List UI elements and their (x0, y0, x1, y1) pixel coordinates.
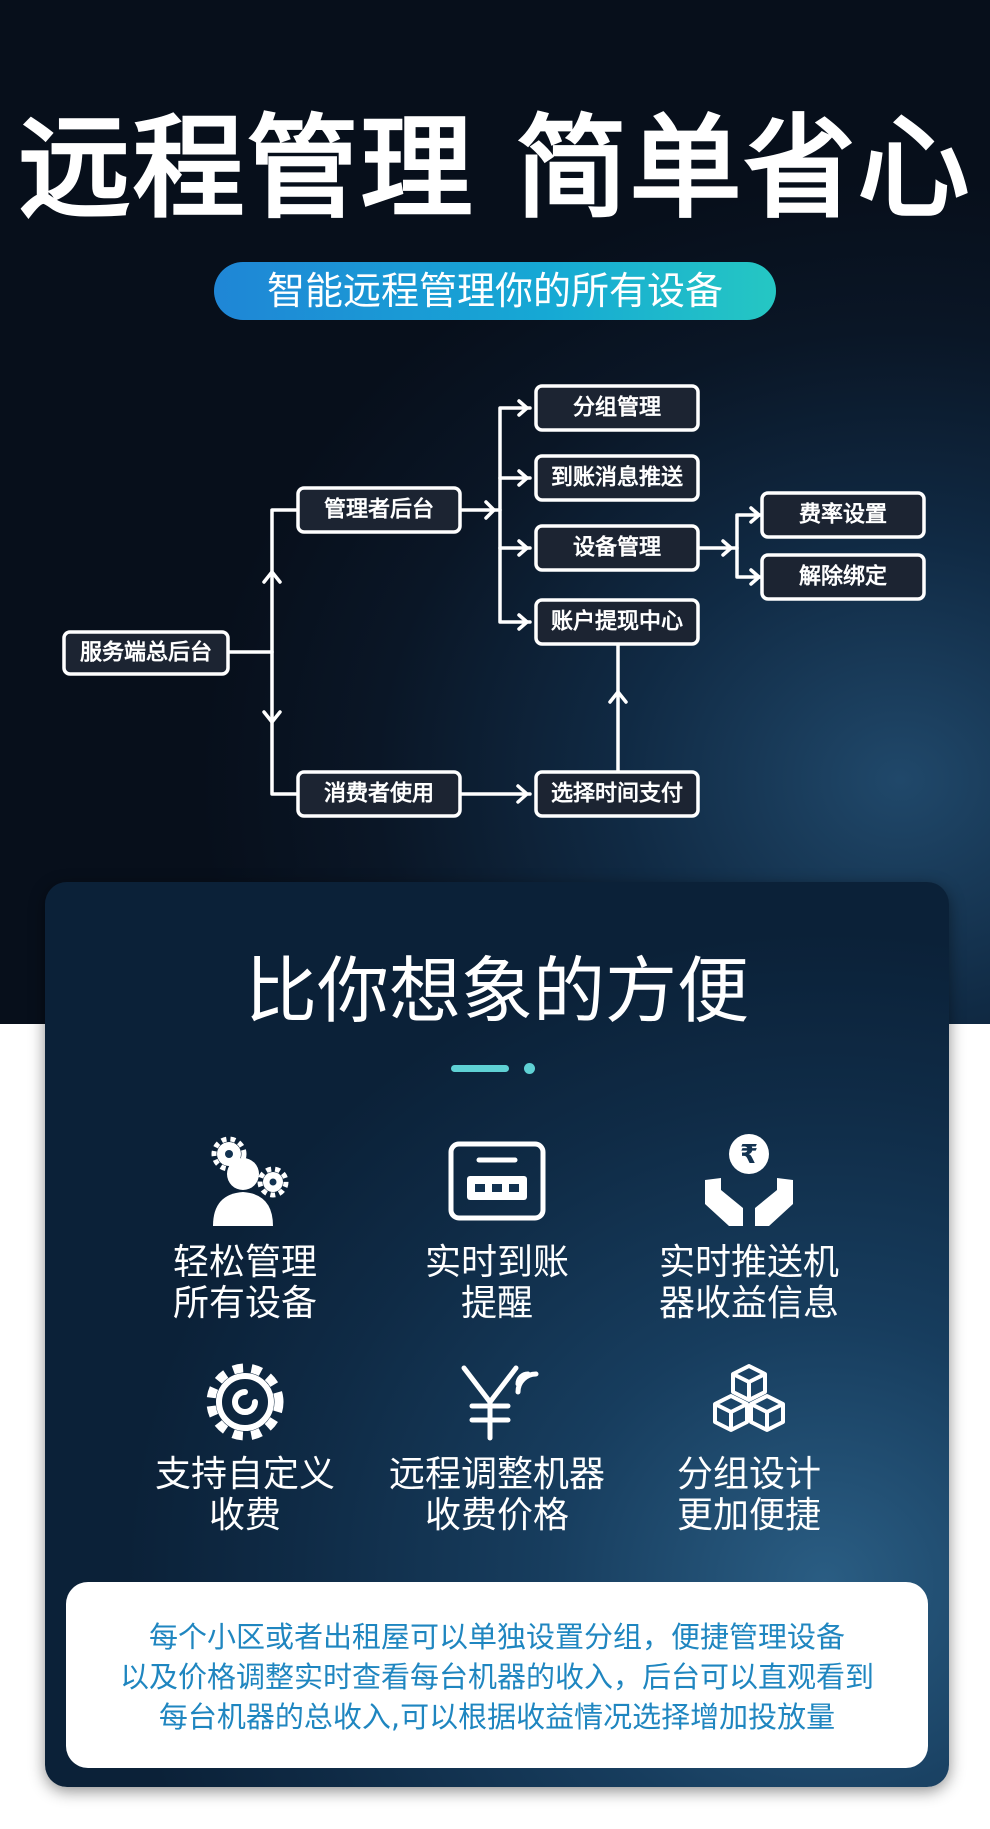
feature-remote-price: 远程调整机器 收费价格 (357, 1362, 637, 1536)
feature-label: 远程调整机器 收费价格 (388, 1454, 605, 1536)
title-underline (451, 1065, 509, 1072)
rate-settings-box (760, 491, 926, 539)
unbind-box (760, 553, 926, 601)
payment-push-label: 到账消息推送 (551, 465, 683, 491)
payment-push-box (534, 454, 700, 502)
feature-label: 分组设计 更加便捷 (676, 1454, 821, 1536)
feature-realtime-arrival: 实时到账 提醒 (357, 1130, 637, 1324)
card-title: 比你想象的方便 (244, 949, 749, 1033)
manager-admin-box (296, 486, 462, 534)
group-management-box (534, 384, 700, 432)
feature-label: 实时到账 提醒 (424, 1242, 569, 1324)
flowchart: 服务端总后台 管理者后台 消费者使用 分组管理 到账消息推送 设备管理 账户提现… (62, 384, 926, 818)
hands-coin-icon: ₹ (705, 1134, 793, 1226)
terminal-screen-icon (448, 1141, 546, 1221)
server-admin-box (62, 630, 230, 676)
title-dot (524, 1063, 535, 1074)
manager-admin-label: 管理者后台 (324, 497, 434, 523)
gear-icon (206, 1363, 284, 1441)
user-gears-icon (211, 1136, 289, 1226)
consumer-use-label: 消费者使用 (324, 782, 434, 807)
feature-label: 实时推送机 器收益信息 (658, 1242, 839, 1324)
feature-label: 轻松管理 所有设备 (172, 1242, 317, 1324)
choose-time-pay-box (534, 770, 700, 818)
feature-push-income: ₹ 实时推送机 器收益信息 (609, 1130, 889, 1324)
device-management-box (534, 524, 700, 572)
features-card: 比你想象的方便 轻松管理 所有设备 实时到账 提醒 (45, 882, 949, 1787)
unbind-label: 解除绑定 (799, 564, 887, 590)
withdraw-center-label: 账户提现中心 (551, 609, 683, 635)
feature-custom-charge: 支持自定义 收费 (105, 1362, 385, 1536)
feature-group-design: 分组设计 更加便捷 (609, 1362, 889, 1536)
yen-signal-icon (461, 1365, 539, 1441)
withdraw-center-box (534, 598, 700, 646)
svg-text:₹: ₹ (740, 1140, 758, 1170)
description-panel: 每个小区或者出租屋可以单独设置分组，便捷管理设备 以及价格调整实时查看每台机器的… (66, 1582, 928, 1768)
boxes-icon (713, 1364, 785, 1432)
rate-settings-label: 费率设置 (799, 502, 887, 528)
device-management-label: 设备管理 (573, 535, 661, 561)
description-text: 每个小区或者出租屋可以单独设置分组，便捷管理设备 以及价格调整实时查看每台机器的… (119, 1620, 874, 1734)
feature-easy-manage: 轻松管理 所有设备 (105, 1130, 385, 1324)
choose-time-pay-label: 选择时间支付 (551, 781, 683, 807)
feature-label: 支持自定义 收费 (154, 1454, 335, 1536)
server-admin-label: 服务端总后台 (80, 640, 212, 666)
subtitle-pill: 智能远程管理你的所有设备 (214, 262, 776, 320)
page-title: 远程管理 简单省心 (18, 104, 972, 234)
consumer-use-box (296, 770, 462, 818)
group-management-label: 分组管理 (573, 395, 661, 421)
